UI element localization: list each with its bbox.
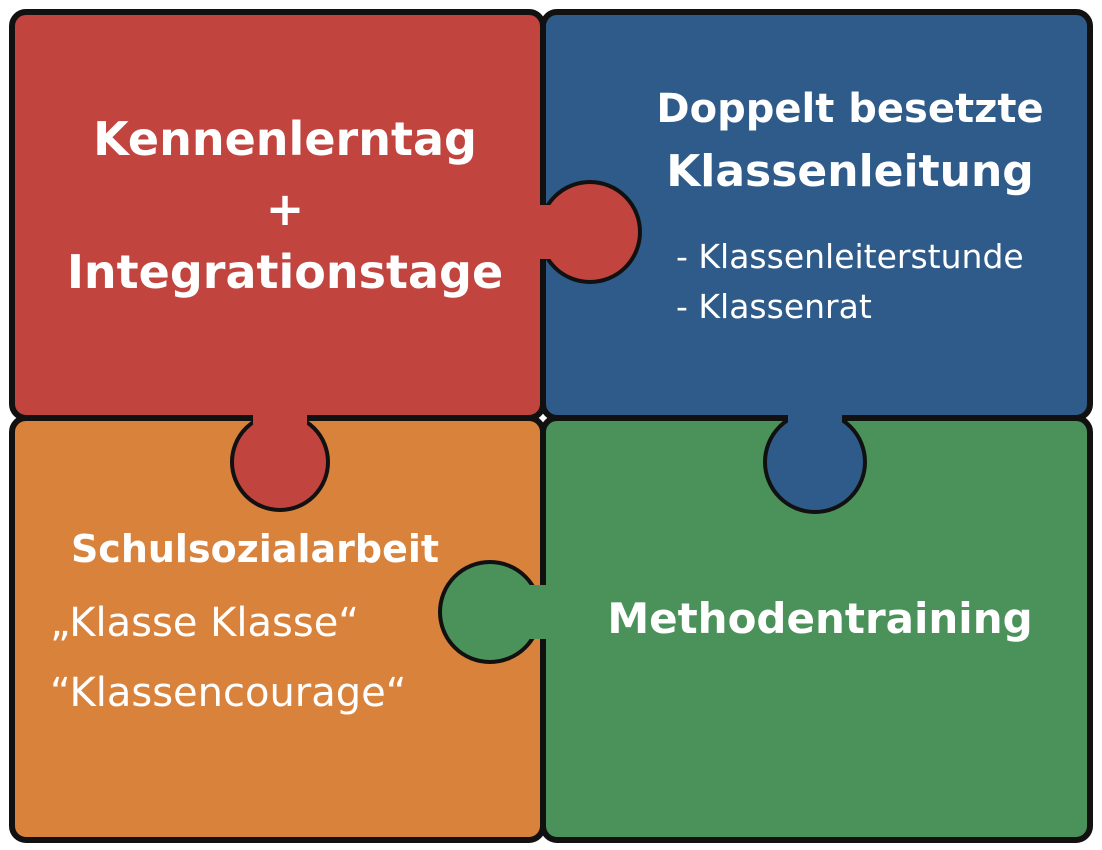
blue-bottom-tab-neck xyxy=(788,405,842,435)
blue-title-2: Klassenleitung xyxy=(666,146,1034,197)
orange-line-1: „Klasse Klasse“ xyxy=(50,600,360,646)
orange-line-2: “Klassencourage“ xyxy=(50,670,407,716)
blue-bullet-1: - Klassenleiterstunde xyxy=(676,237,1024,276)
blue-title-1: Doppelt besetzte xyxy=(656,86,1044,132)
red-line-1: Kennenlerntag xyxy=(93,112,477,166)
blue-bullet-2: - Klassenrat xyxy=(676,287,872,326)
red-bottom-tab-neck xyxy=(253,405,307,435)
red-right-tab-neck xyxy=(530,205,560,259)
green-left-tab-neck xyxy=(520,585,556,639)
green-title: Methodentraining xyxy=(607,594,1033,643)
red-line-2: + xyxy=(265,182,305,236)
red-line-3: Integrationstage xyxy=(66,245,504,299)
orange-title: Schulsozialarbeit xyxy=(70,527,440,571)
